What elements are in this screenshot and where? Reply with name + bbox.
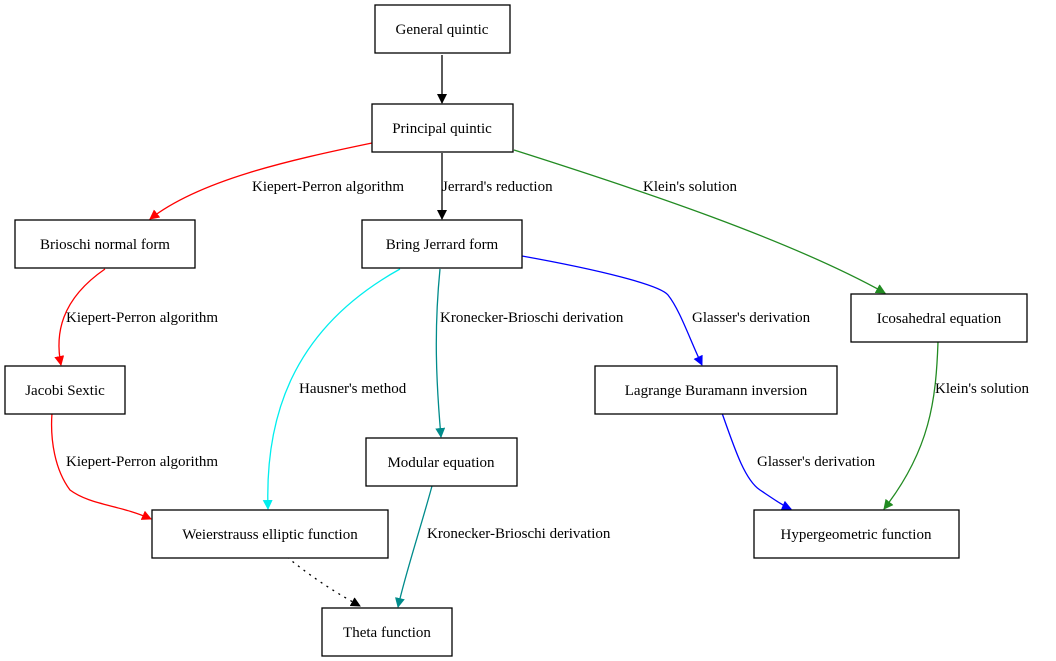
node-label-weierstrauss-elliptic-function: Weierstrauss elliptic function: [182, 527, 358, 543]
node-weierstrauss-elliptic-function: Weierstrauss elliptic function: [151, 509, 389, 559]
node-jacobi-sextic: Jacobi Sextic: [4, 365, 126, 415]
label-bring-to-lagrange: Glasser's derivation: [692, 310, 811, 326]
label-lagrange-to-hypergeometric: Glasser's derivation: [757, 454, 876, 470]
node-label-theta-function: Theta function: [343, 625, 431, 641]
edges: [50, 55, 939, 608]
node-label-icosahedral-equation: Icosahedral equation: [877, 311, 1002, 327]
node-bring-jerrard-form: Bring Jerrard form: [361, 219, 523, 269]
label-principal-to-brioschi: Kiepert-Perron algorithm: [252, 179, 404, 195]
label-principal-to-bring: Jerrard's reduction: [442, 179, 553, 195]
label-principal-to-icosahedral: Klein's solution: [643, 179, 737, 195]
label-bring-to-weierstrauss: Hausner's method: [299, 381, 407, 397]
node-general-quintic: General quintic: [374, 4, 511, 54]
edge-principal-to-brioschi: [149, 142, 373, 220]
edge-labels: Kiepert-Perron algorithm Jerrard's reduc…: [66, 179, 1029, 542]
nodes: General quintic Principal quintic Briosc…: [4, 4, 1028, 657]
node-lagrange-buramann-inversion: Lagrange Buramann inversion: [594, 365, 838, 415]
edge-bring-to-weierstrauss: [262, 268, 401, 510]
node-label-bring-jerrard-form: Bring Jerrard form: [386, 237, 499, 253]
node-modular-equation: Modular equation: [365, 437, 518, 487]
edge-bring-to-lagrange: [521, 255, 703, 366]
edge-icosahedral-to-hypergeometric: [883, 341, 939, 510]
node-icosahedral-equation: Icosahedral equation: [850, 293, 1028, 343]
label-jacobi-to-weierstrauss: Kiepert-Perron algorithm: [66, 454, 218, 470]
node-hypergeometric-function: Hypergeometric function: [753, 509, 960, 559]
node-label-general-quintic: General quintic: [396, 22, 489, 38]
node-label-principal-quintic: Principal quintic: [392, 121, 492, 137]
node-label-hypergeometric-function: Hypergeometric function: [781, 527, 932, 543]
label-brioschi-to-jacobi: Kiepert-Perron algorithm: [66, 310, 218, 326]
node-label-modular-equation: Modular equation: [387, 455, 495, 471]
label-modular-to-theta: Kronecker-Brioschi derivation: [427, 526, 611, 542]
node-label-brioschi-normal-form: Brioschi normal form: [40, 237, 170, 253]
edge-bring-to-modular: [435, 268, 446, 438]
label-bring-to-modular: Kronecker-Brioschi derivation: [440, 310, 624, 326]
edge-modular-to-theta: [395, 485, 433, 608]
node-principal-quintic: Principal quintic: [371, 103, 514, 153]
label-icosahedral-to-hypergeometric: Klein's solution: [935, 381, 1029, 397]
node-brioschi-normal-form: Brioschi normal form: [14, 219, 196, 269]
node-theta-function: Theta function: [321, 607, 453, 657]
edge-principal-to-icosahedral: [513, 149, 886, 294]
edge-brioschi-to-jacobi: [54, 268, 106, 366]
edge-weierstrauss-to-theta: [286, 556, 361, 607]
edge-jacobi-to-weierstrauss: [50, 412, 152, 520]
node-label-lagrange-buramann-inversion: Lagrange Buramann inversion: [625, 383, 808, 399]
edge-lagrange-to-hypergeometric: [721, 412, 792, 510]
node-label-jacobi-sextic: Jacobi Sextic: [25, 383, 105, 399]
